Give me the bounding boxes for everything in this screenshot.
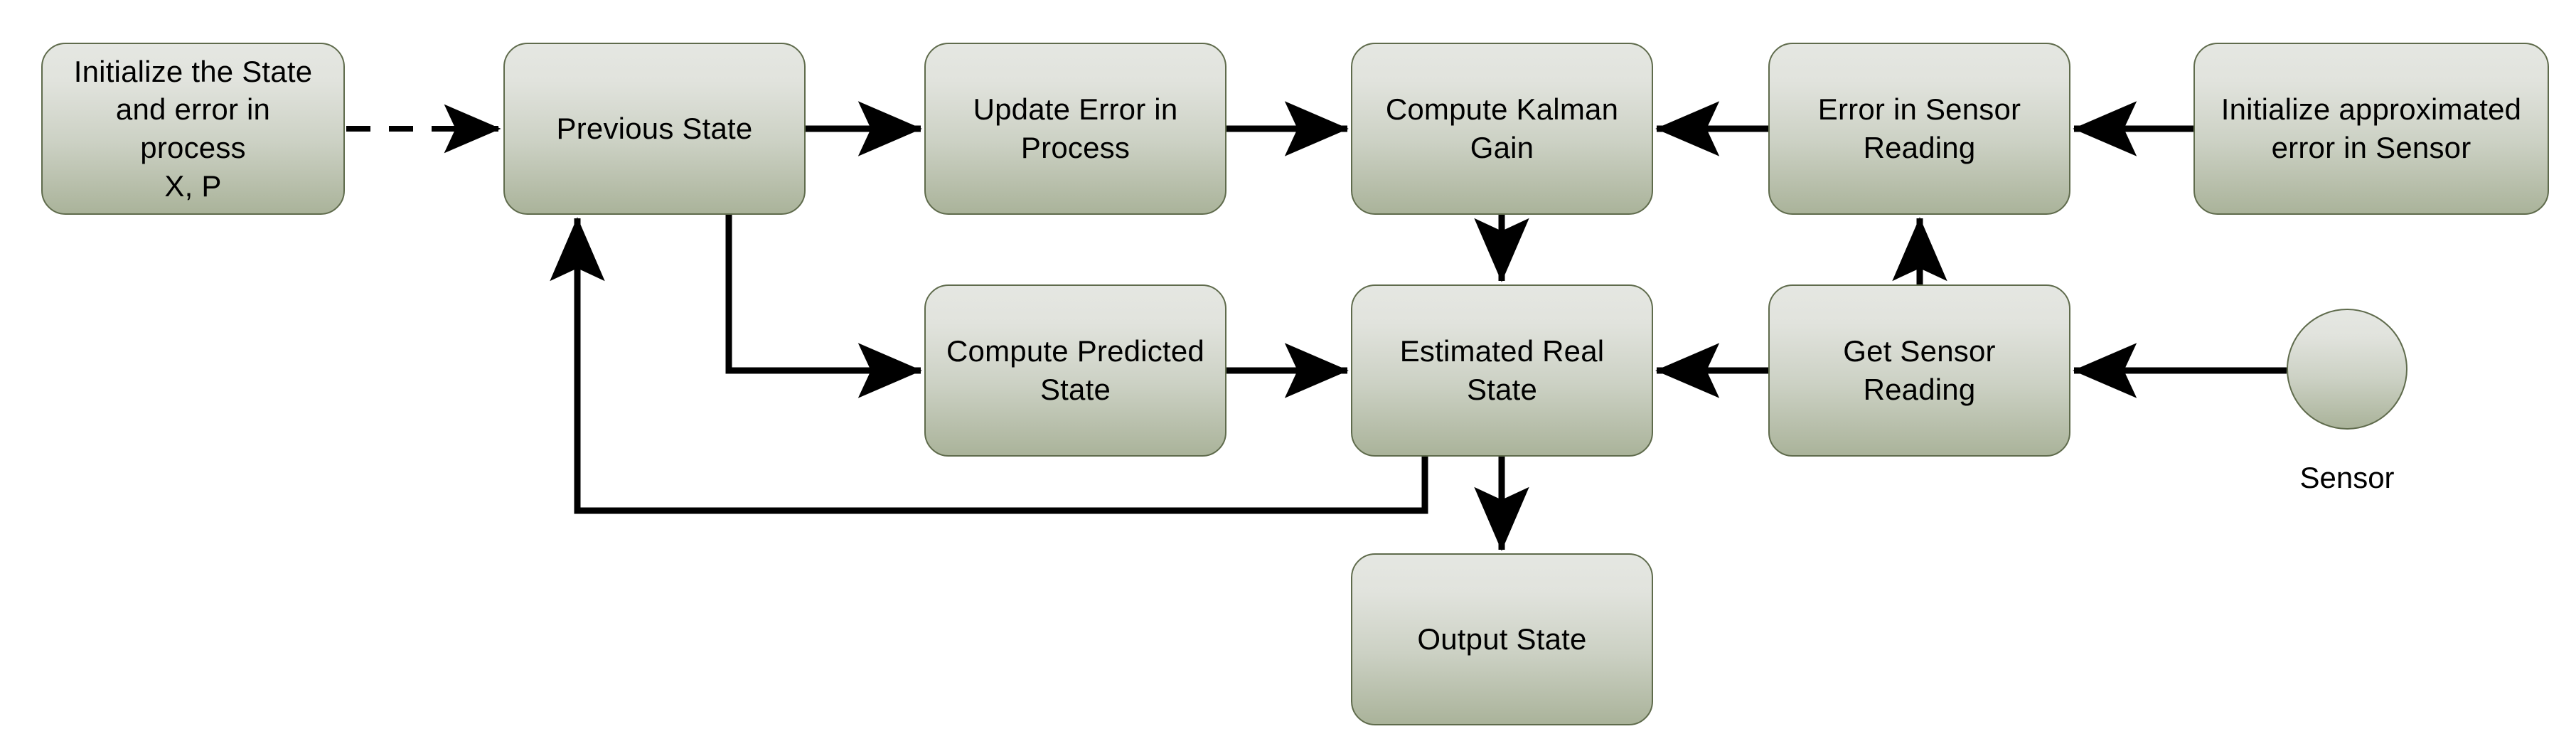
node-initialize-state-and-error[interactable]: Initialize the State and error in proces… [41,43,345,215]
node-output-state[interactable]: Output State [1351,553,1653,725]
node-initialize-approximated-error-in-sensor[interactable]: Initialize approximated error in Sensor [2193,43,2549,215]
node-error-in-sensor-reading[interactable]: Error in Sensor Reading [1768,43,2070,215]
sensor-label: Sensor [2299,461,2395,494]
node-compute-kalman-gain[interactable]: Compute Kalman Gain [1351,43,1653,215]
node-sensor-circle[interactable] [2287,309,2407,430]
node-get-sensor-reading[interactable]: Get Sensor Reading [1768,284,2070,457]
node-previous-state[interactable]: Previous State [503,43,806,215]
node-update-error-in-process[interactable]: Update Error in Process [924,43,1226,215]
node-compute-predicted-state[interactable]: Compute Predicted State [924,284,1226,457]
node-estimated-real-state[interactable]: Estimated Real State [1351,284,1653,457]
edge-previous-to-predicted-state [725,215,922,398]
